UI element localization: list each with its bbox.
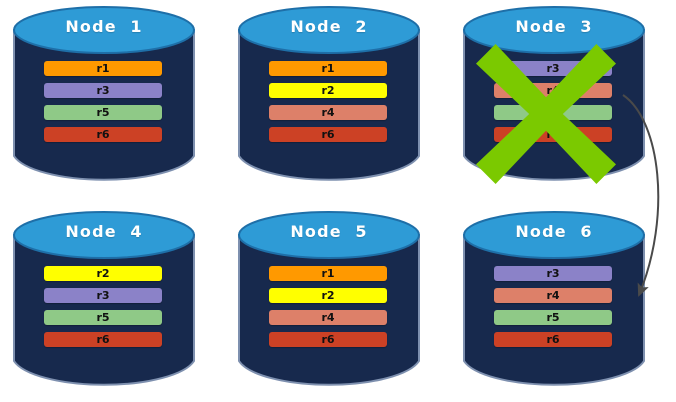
replica-label: r6 — [321, 128, 335, 141]
cylinder-top-disc — [13, 6, 195, 54]
replica-bar[interactable]: r6 — [494, 127, 612, 142]
cylinder-top-disc — [238, 211, 420, 259]
replica-bar[interactable]: r4 — [494, 83, 612, 98]
replica-bar[interactable]: r4 — [269, 105, 387, 120]
replica-label: r3 — [96, 289, 110, 302]
replica-label: r3 — [96, 84, 110, 97]
replica-label: r1 — [321, 267, 335, 280]
replica-bar[interactable]: r3 — [44, 83, 162, 98]
replica-label: r6 — [546, 333, 560, 346]
replica-label: r5 — [96, 106, 110, 119]
replica-label: r4 — [546, 84, 560, 97]
replica-label: r4 — [321, 311, 335, 324]
replica-label: r6 — [96, 333, 110, 346]
cylinder-top-disc — [463, 6, 645, 54]
replica-label: r5 — [96, 311, 110, 324]
replica-label: r5 — [546, 106, 560, 119]
replica-bar[interactable]: r6 — [494, 332, 612, 347]
replica-label: r1 — [321, 62, 335, 75]
replica-bar[interactable]: r1 — [269, 61, 387, 76]
replica-bar[interactable]: r6 — [269, 127, 387, 142]
replica-label: r4 — [546, 289, 560, 302]
replica-bar[interactable]: r5 — [44, 310, 162, 325]
replica-bar[interactable]: r6 — [44, 332, 162, 347]
replica-bar[interactable]: r4 — [269, 310, 387, 325]
replica-bar[interactable]: r3 — [44, 288, 162, 303]
replica-bar[interactable]: r6 — [269, 332, 387, 347]
replica-label: r6 — [321, 333, 335, 346]
replica-list: r3 r4 r5 r6 — [494, 266, 612, 354]
replica-label: r2 — [96, 267, 110, 280]
replica-label: r3 — [546, 62, 560, 75]
replica-bar[interactable]: r2 — [269, 83, 387, 98]
replica-bar[interactable]: r5 — [494, 310, 612, 325]
replica-bar[interactable]: r2 — [269, 288, 387, 303]
replica-list: r1 r2 r4 r6 — [269, 61, 387, 149]
replica-bar[interactable]: r1 — [44, 61, 162, 76]
replica-label: r2 — [321, 84, 335, 97]
replica-label: r6 — [546, 128, 560, 141]
replica-bar[interactable]: r3 — [494, 61, 612, 76]
replica-list: r2 r3 r5 r6 — [44, 266, 162, 354]
replica-list: r1 r2 r4 r6 — [269, 266, 387, 354]
replica-bar[interactable]: r5 — [494, 105, 612, 120]
replica-bar[interactable]: r2 — [44, 266, 162, 281]
replica-label: r2 — [321, 289, 335, 302]
replica-list: r3 r4 r5 r6 — [494, 61, 612, 149]
replica-bar[interactable]: r4 — [494, 288, 612, 303]
replica-bar[interactable]: r6 — [44, 127, 162, 142]
replica-label: r5 — [546, 311, 560, 324]
replica-label: r4 — [321, 106, 335, 119]
replica-bar[interactable]: r1 — [269, 266, 387, 281]
replica-bar[interactable]: r3 — [494, 266, 612, 281]
replica-label: r6 — [96, 128, 110, 141]
replica-label: r1 — [96, 62, 110, 75]
cylinder-top-disc — [238, 6, 420, 54]
replica-label: r3 — [546, 267, 560, 280]
cylinder-top-disc — [13, 211, 195, 259]
cylinder-top-disc — [463, 211, 645, 259]
replica-bar[interactable]: r5 — [44, 105, 162, 120]
replica-list: r1 r3 r5 r6 — [44, 61, 162, 149]
